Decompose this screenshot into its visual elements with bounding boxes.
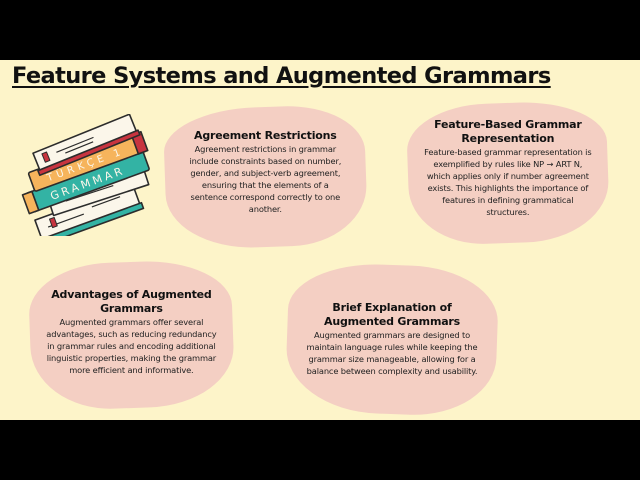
slide: Feature Systems and Augmented Grammars G…: [0, 60, 640, 420]
card-title: Brief Explanation of Augmented Grammars: [324, 301, 460, 329]
card-title: Agreement Restrictions: [194, 128, 337, 142]
card-body: Augmented grammars are designed to maint…: [306, 330, 478, 377]
card-agreement-restrictions: Agreement Restrictions Agreement restric…: [162, 103, 369, 251]
card-feature-based-representation: Feature-Based Grammar Representation Fea…: [405, 99, 611, 247]
slide-title: Feature Systems and Augmented Grammars: [12, 63, 551, 89]
card-brief-explanation: Brief Explanation of Augmented Grammars …: [284, 261, 500, 418]
card-body: Augmented grammars offer several advanta…: [46, 316, 217, 376]
card-title: Advantages of Augmented Grammars: [51, 287, 212, 315]
grammar-books-icon: GRAMMAR TÜRKÇE 1: [21, 114, 150, 236]
card-title: Feature-Based Grammar Representation: [434, 117, 582, 145]
card-body: Agreement restrictions in grammar includ…: [189, 143, 342, 215]
card-body: Feature-based grammar representation is …: [424, 146, 592, 218]
card-advantages-augmented-grammars: Advantages of Augmented Grammars Augment…: [27, 258, 236, 412]
